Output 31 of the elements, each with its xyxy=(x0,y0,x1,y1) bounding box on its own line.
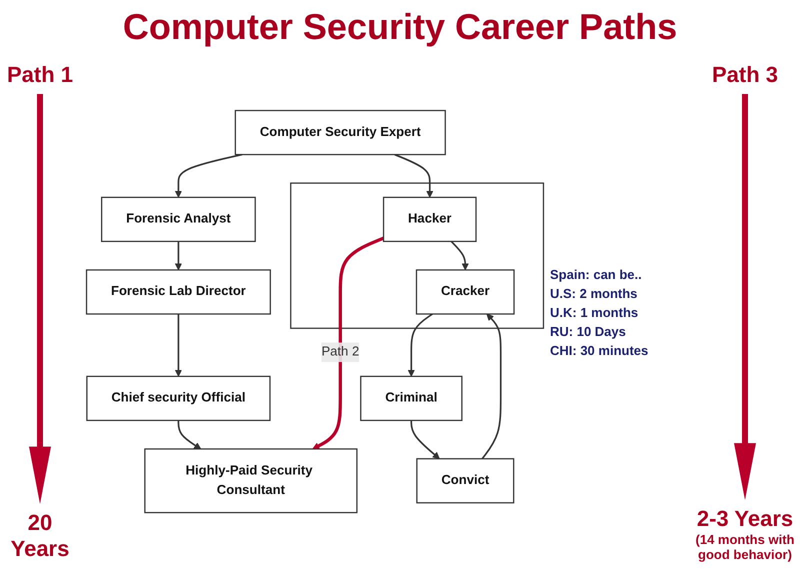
path-label: Path 3 xyxy=(712,62,778,88)
title: Computer Security Career Paths xyxy=(122,6,678,48)
path-label: Path 1 xyxy=(6,62,74,88)
node-box: Forensic Lab Director xyxy=(86,270,271,316)
cluster xyxy=(290,182,544,330)
note-text: U.K: 1 months xyxy=(550,304,640,320)
node-box: Computer Security Expert xyxy=(234,110,446,156)
arrow xyxy=(312,237,384,450)
edge-label: Path 2 xyxy=(321,345,360,360)
arrow xyxy=(174,314,182,378)
arrow xyxy=(482,314,502,460)
node-box: Chief security Official xyxy=(86,376,271,422)
note-text: Spain: can be.. xyxy=(550,266,643,282)
arrow xyxy=(174,242,182,271)
note-text: (14 months with good behavior) xyxy=(694,532,796,562)
node-box: Criminal xyxy=(360,376,462,422)
arrow xyxy=(450,241,469,271)
arrow xyxy=(394,154,434,198)
node-box: Forensic Analyst xyxy=(101,197,256,242)
duration-label: 20 Years xyxy=(10,510,70,562)
duration-label: 2-3 Years xyxy=(696,506,794,532)
node-box: Hacker xyxy=(382,197,477,242)
node-box: Cracker xyxy=(416,270,515,316)
note-text: RU: 10 Days xyxy=(550,324,627,338)
node-box: Convict xyxy=(416,458,514,504)
node-box: Highly-Paid Security Consultant xyxy=(144,448,358,514)
note-text: U.S: 2 months xyxy=(550,286,638,300)
arrow xyxy=(178,420,202,450)
note-text: CHI: 30 minutes xyxy=(550,342,650,358)
arrow xyxy=(408,314,433,378)
arrow xyxy=(410,420,440,460)
